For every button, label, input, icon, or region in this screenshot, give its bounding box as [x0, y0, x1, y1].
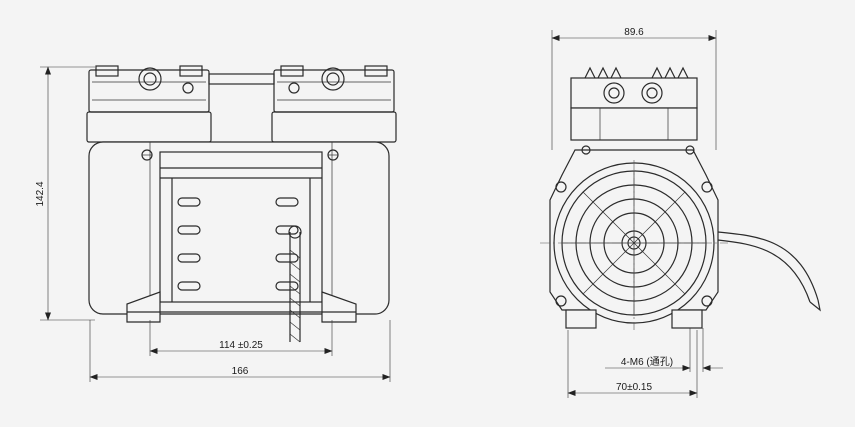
height-label: 142.4 [35, 181, 46, 206]
power-cable [288, 225, 302, 343]
side-foot-left [565, 309, 597, 329]
side-dimensions [551, 30, 723, 398]
front-view [86, 65, 397, 343]
mount-spacing-label: 70±0.15 [616, 382, 653, 393]
total-width-label: 166 [232, 366, 249, 377]
mount-holes-label: 4-M6 (通孔) [621, 356, 673, 368]
right-cylinder-head [271, 65, 397, 143]
left-foot [126, 291, 161, 323]
foot-spacing-label: 114 ±0.25 [219, 340, 263, 351]
side-cable [717, 231, 819, 301]
side-foot-right [671, 309, 703, 329]
side-head [570, 66, 698, 141]
left-cylinder-head [86, 65, 212, 143]
front-dimensions [40, 66, 391, 382]
depth-label: 89.6 [624, 27, 644, 38]
side-view [540, 66, 821, 330]
center-frame [159, 151, 323, 303]
